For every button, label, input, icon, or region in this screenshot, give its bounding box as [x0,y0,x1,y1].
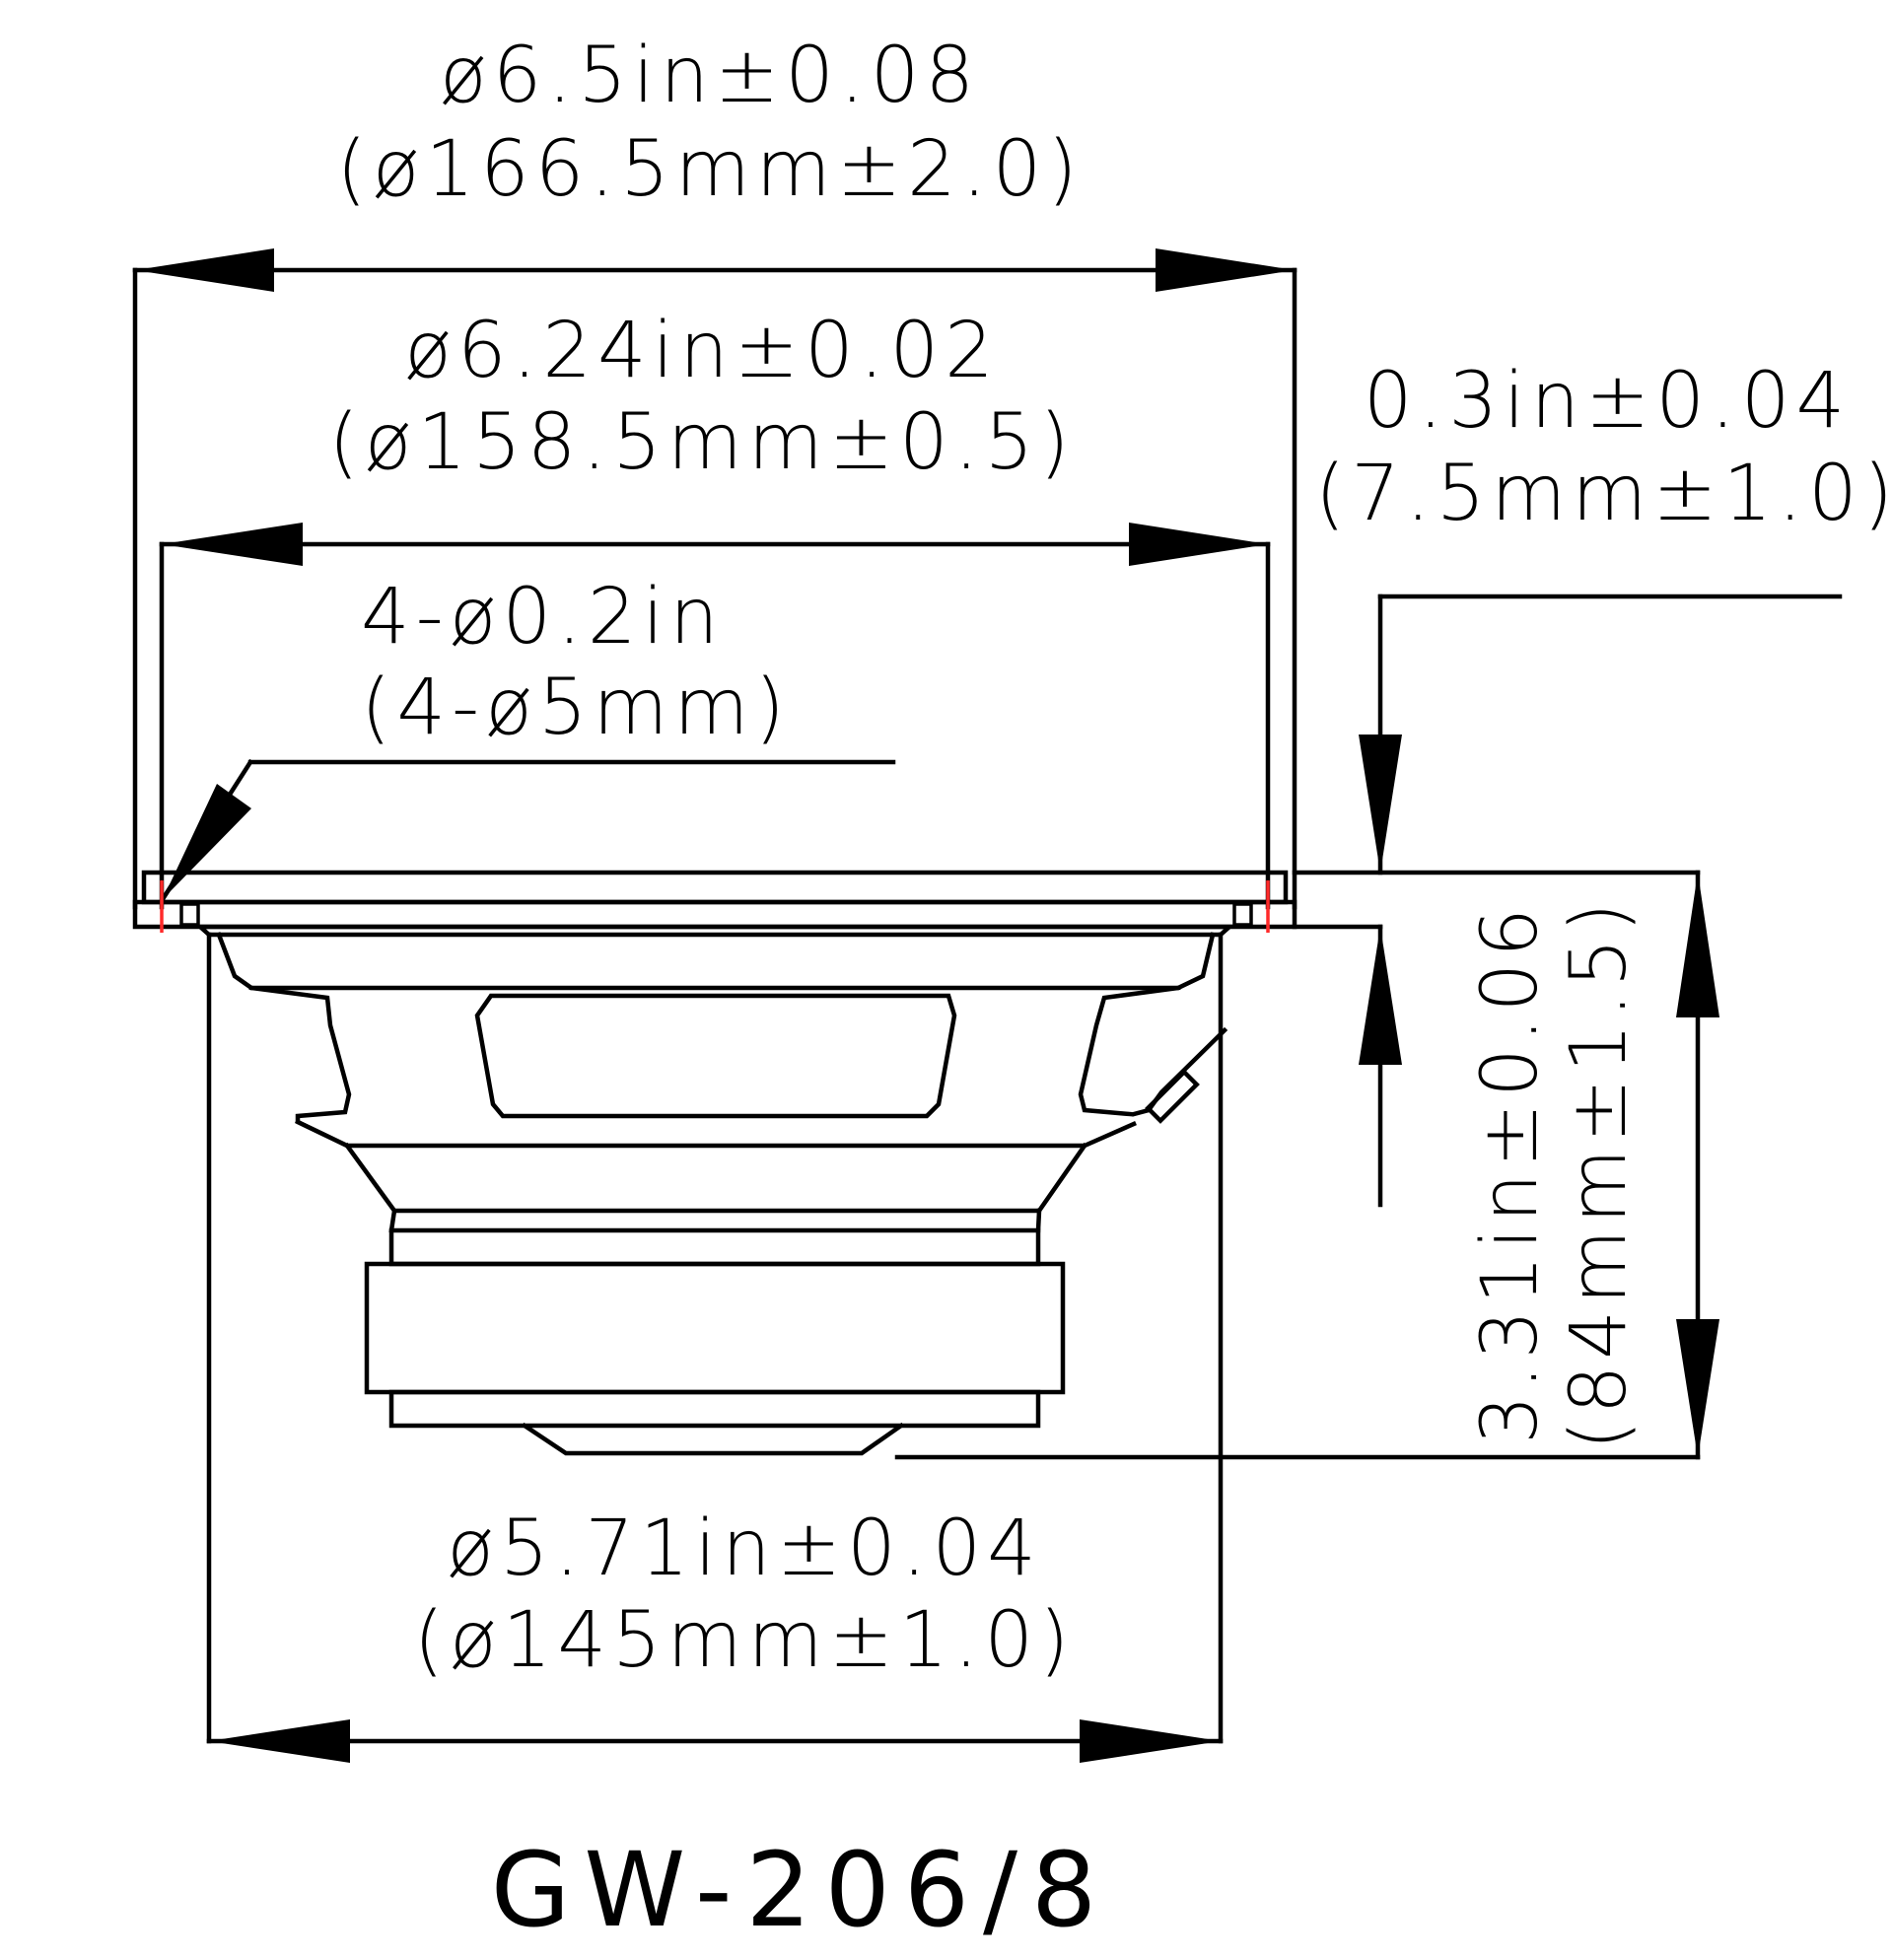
depth-imperial: 3.31in±0.06 [1466,902,1555,1444]
cutout-diameter-metric: (ø145mm±1.0) [414,1596,1076,1685]
model-number: GW-206/8 [491,1830,1110,1950]
mounting-holes-imperial: 4-ø0.2in [361,573,725,662]
mounting-holes-metric: (4-ø5mm) [361,664,791,752]
outer-diameter-metric: (ø166.5mm±2.0) [336,125,1083,214]
flange-thickness-dimension [1292,594,1843,1208]
cutout-diameter-dimension [206,932,1224,1763]
flange-thickness-imperial: 0.3in±0.04 [1364,357,1851,446]
outer-diameter-imperial: ø6.5in±0.08 [440,32,980,120]
speaker-body [132,870,1297,1456]
mounting-diameter-metric: (ø158.5mm±0.5) [328,398,1075,487]
depth-dimension [894,870,1719,1460]
flange-thickness-metric: (7.5mm±1.0) [1315,450,1893,538]
cutout-diameter-imperial: ø5.71in±0.04 [447,1505,1042,1593]
depth-metric: (84mm±1.5) [1555,896,1644,1449]
mounting-diameter-imperial: ø6.24in±0.02 [404,307,1000,395]
mounting-holes-leader [159,758,896,903]
outer-diameter-dimension [132,248,1297,910]
mounting-diameter-dimension [159,523,1271,910]
